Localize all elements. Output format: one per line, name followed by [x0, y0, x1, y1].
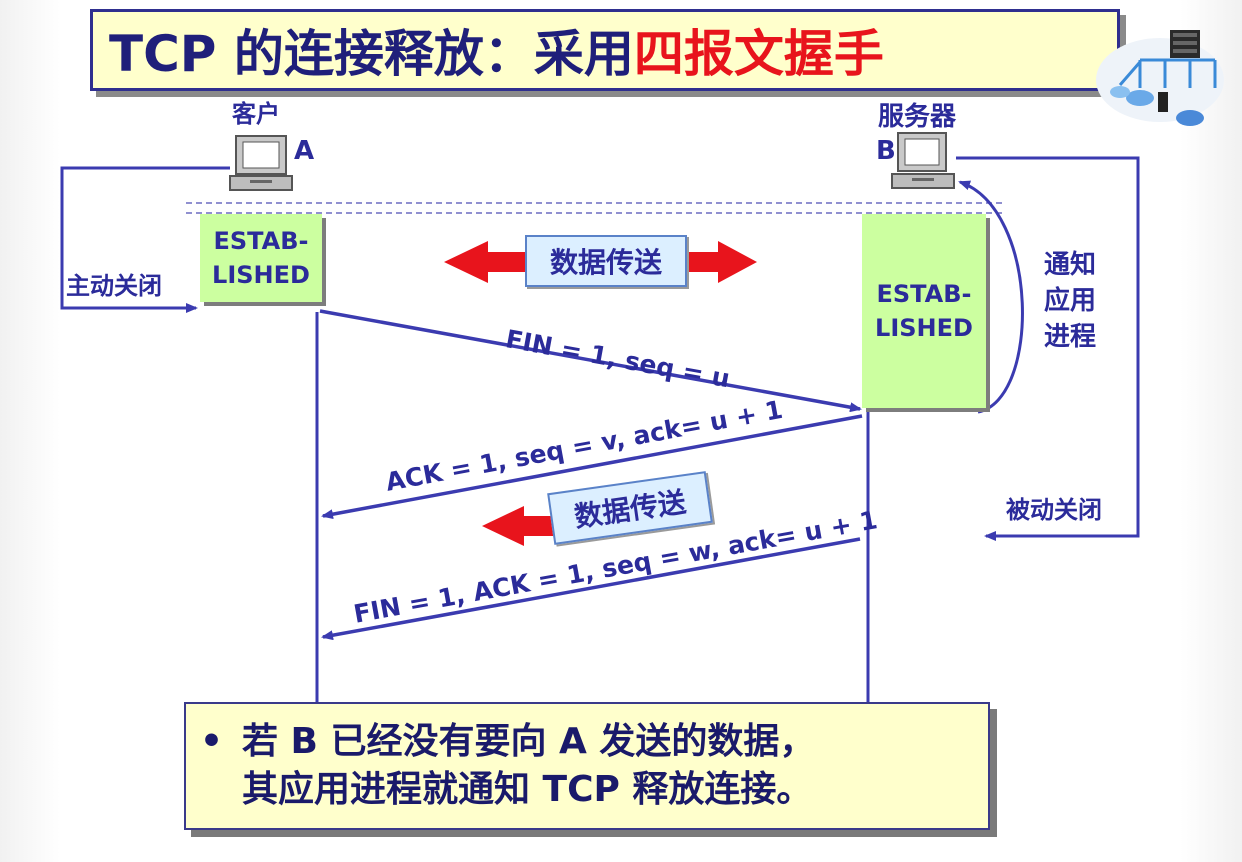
client-label: 客户 [232, 100, 280, 128]
title-highlight: 四报文握手 [633, 25, 884, 83]
server-passive-close-label: 被动关闭 [1006, 496, 1102, 524]
note-line-1: 若 B 已经没有要向 A 发送的数据， [242, 721, 816, 762]
server-state-box: ESTAB- LISHED [862, 214, 986, 408]
server-state-line2: LISHED [875, 314, 973, 342]
server-name: B [876, 136, 896, 166]
client-name: A [294, 136, 315, 166]
note-line-2: 其应用进程就通知 TCP 释放连接。 [242, 769, 813, 810]
explanation-note: • 若 B 已经没有要向 A 发送的数据， 其应用进程就通知 TCP 释放连接。 [184, 702, 990, 830]
client-state-box: ESTAB- LISHED [200, 214, 322, 302]
server-label: 服务器 [878, 102, 957, 132]
client-active-close-label: 主动关闭 [66, 272, 162, 300]
title-prefix: TCP 的连接释放：采用 [109, 25, 634, 83]
page-title: TCP 的连接释放：采用四报文握手 [90, 9, 1120, 91]
note-bullet: • [200, 721, 224, 762]
client-state-line2: LISHED [212, 261, 310, 289]
server-notify-label-3: 进程 [1044, 322, 1097, 352]
client-state-line1: ESTAB- [213, 227, 309, 255]
data-transfer-tag-main: 数据传送 [525, 235, 687, 287]
server-state-line1: ESTAB- [876, 280, 972, 308]
server-notify-label-1: 通知 [1044, 250, 1097, 280]
server-notify-label-2: 应用 [1044, 286, 1097, 316]
